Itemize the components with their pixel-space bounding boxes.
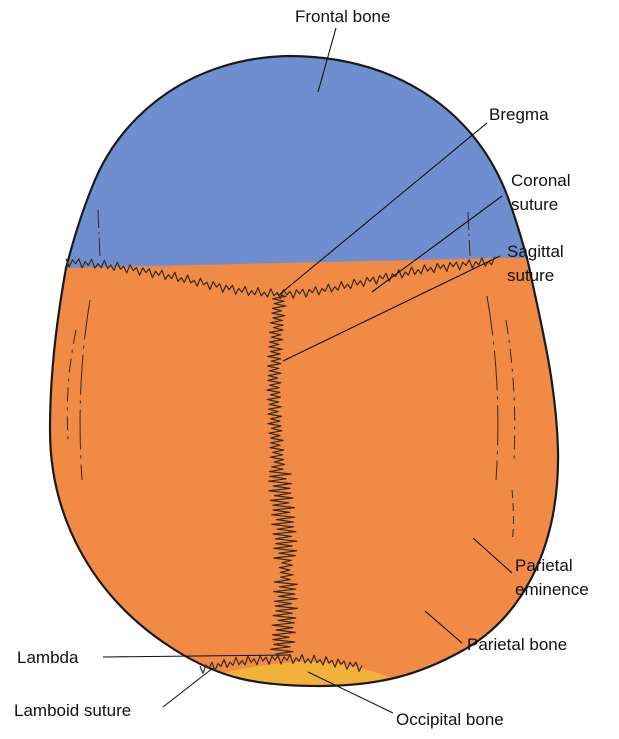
label-frontal-bone: Frontal bone xyxy=(295,7,390,26)
label-sagittal-line1: Sagittal xyxy=(507,242,564,261)
label-occipital-bone: Occipital bone xyxy=(396,710,504,729)
label-lambda: Lambda xyxy=(17,648,79,667)
frontal-bone-region xyxy=(0,0,619,268)
label-lamboid-suture: Lamboid suture xyxy=(14,701,131,720)
label-coronal-line2: suture xyxy=(511,195,558,214)
label-parietal-eminence-line2: eminence xyxy=(515,580,589,599)
label-parietal-eminence-line1: Parietal xyxy=(515,556,573,575)
label-coronal-line1: Coronal xyxy=(511,171,571,190)
label-sagittal-line2: suture xyxy=(507,266,554,285)
label-parietal-bone: Parietal bone xyxy=(467,635,567,654)
leader-lamboid-suture xyxy=(163,668,213,707)
label-bregma: Bregma xyxy=(489,105,549,124)
